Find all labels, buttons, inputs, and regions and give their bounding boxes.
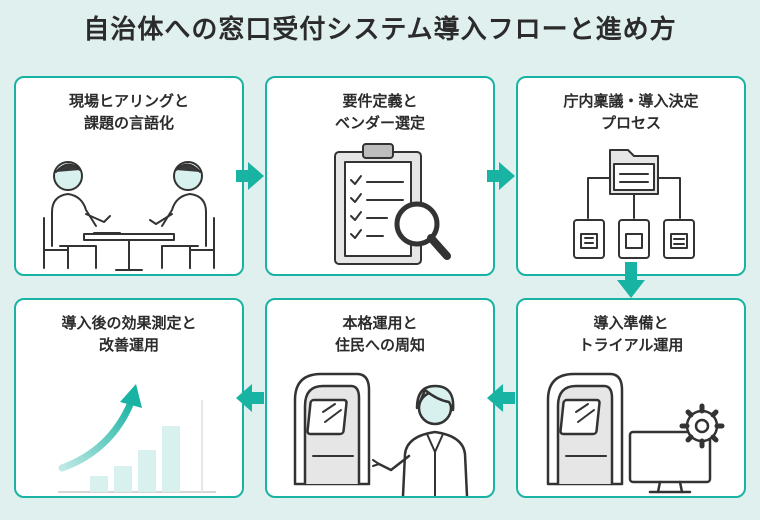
meeting-illustration <box>43 161 215 271</box>
step-2-box: 要件定義と ベンダー選定 <box>265 76 495 276</box>
step-6-box: 導入後の効果測定と 改善運用 <box>14 298 244 498</box>
step-3-line1: 庁内稟議・導入決定 <box>563 92 699 110</box>
growth-chart-icon <box>58 384 216 493</box>
step-1-line2: 課題の言語化 <box>83 114 174 132</box>
step-3-box: 庁内稟議・導入決定 プロセス <box>516 76 746 276</box>
kiosk-staff-illustration <box>293 372 469 496</box>
arrow-right-icon <box>487 162 515 190</box>
arrow-down-icon <box>617 262 645 298</box>
step-5-line1: 本格運用と <box>342 314 418 332</box>
step-2-line1: 要件定義と <box>342 92 418 110</box>
step-4-box: 導入準備と トライアル運用 <box>516 298 746 498</box>
arrow-left-icon <box>487 384 515 412</box>
arrow-left-icon <box>236 384 264 412</box>
step-6-caption: 導入後の効果測定と 改善運用 <box>16 312 242 356</box>
step-1-line1: 現場ヒアリングと <box>68 92 189 110</box>
step-1-caption: 現場ヒアリングと 課題の言語化 <box>16 90 242 134</box>
step-4-line2: トライアル運用 <box>578 336 684 354</box>
step-5-box: 本格運用と 住民への周知 <box>265 298 495 498</box>
step-1-box: 現場ヒアリングと 課題の言語化 <box>14 76 244 276</box>
step-5-caption: 本格運用と 住民への周知 <box>267 312 493 356</box>
folder-hierarchy-icon <box>573 149 695 259</box>
step-3-caption: 庁内稟議・導入決定 プロセス <box>518 90 744 134</box>
step-3-line2: プロセス <box>600 114 661 132</box>
kiosk-monitor-gear-icon <box>546 372 725 494</box>
step-6-line1: 導入後の効果測定と <box>61 314 197 332</box>
step-4-caption: 導入準備と トライアル運用 <box>518 312 744 356</box>
step-4-line1: 導入準備と <box>593 314 669 332</box>
step-6-line2: 改善運用 <box>98 336 159 354</box>
step-5-line2: 住民への周知 <box>334 336 425 354</box>
step-2-caption: 要件定義と ベンダー選定 <box>267 90 493 134</box>
arrow-right-icon <box>236 162 264 190</box>
page-title: 自治体への窓口受付システム導入フローと進め方 <box>83 15 677 45</box>
step-2-line2: ベンダー選定 <box>334 114 425 132</box>
clipboard-magnifier-icon <box>334 143 451 265</box>
